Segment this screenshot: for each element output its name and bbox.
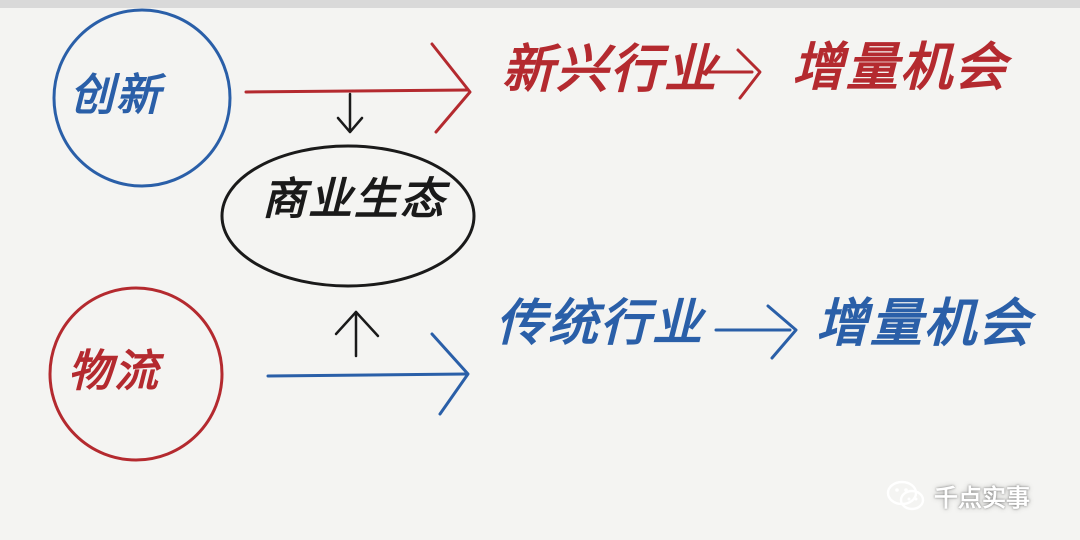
arrow-top-red (244, 88, 470, 94)
top-edge-bar (0, 0, 1080, 8)
label-increment-bottom: 增量机会 (816, 294, 1033, 354)
arrow-bottom-blue-head (430, 332, 470, 416)
label-new-industry: 新兴行业 (502, 40, 719, 100)
label-increment-top: 增量机会 (792, 38, 1009, 98)
watermark: 千点实事 (886, 478, 1030, 513)
circle-wuwu (48, 286, 224, 462)
arrow-up-small-head (334, 310, 380, 338)
watermark-text: 千点实事 (934, 484, 1030, 512)
label-ecology: 商业生态 (262, 174, 446, 225)
ellipse-ecology (220, 144, 476, 288)
label-wuwu: 物流 (68, 346, 160, 397)
arrow-bottom-blue (266, 372, 468, 378)
arrow-top-red-head (430, 42, 472, 134)
label-create: 创新 (70, 70, 162, 121)
arrow-down-small-head (336, 116, 364, 134)
circle-create (52, 8, 232, 188)
arrow-bottom-inline-head (766, 304, 798, 360)
wechat-icon (886, 480, 925, 510)
arrow-top-inline-head (736, 48, 762, 100)
label-old-industry: 传统行业 (496, 294, 704, 352)
